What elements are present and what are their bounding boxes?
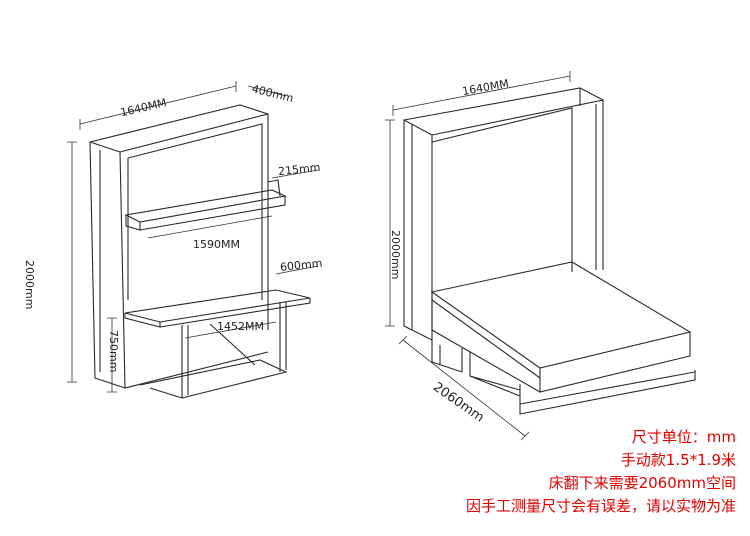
left-cabinet-inner-panel [127,123,263,300]
note-model: 手动款1.5*1.9米 [620,451,736,469]
left-depth-label: 400mm [251,82,295,105]
right-cabinet-view [403,87,696,415]
desk-width-label: 1452MM [217,320,264,333]
right-dimension-lines [385,71,571,441]
shelf-depth-label: 215mm [277,161,321,178]
desk-legs [139,302,288,399]
left-height-label: 2000mm [23,260,36,309]
right-cabinet-outline [403,119,433,341]
wall-shelf [124,189,287,231]
note-error: 因手工测量尺寸会有误差，请以实物为准 [465,497,736,515]
right-width-label: 1640MM [461,77,510,98]
right-depth-label: 2060mm [430,380,486,426]
left-dimension-lines [67,81,319,393]
desk-depth-label: 600mm [279,257,323,274]
left-dimension-labels: 1640MM 400mm 2000mm 215mm 1590MM 600mm 1… [23,82,323,372]
desk-height-label: 750mm [107,330,120,372]
notes-block: 尺寸单位：mm 手动款1.5*1.9米 床翻下来需要2060mm空间 因手工测量… [316,426,736,518]
right-dimension-labels: 1640MM 2000mm 2060mm [389,77,510,425]
bed-plinth [431,340,463,373]
shelf-width-label: 1590MM [193,238,240,251]
left-width-label: 1640MM [119,96,168,119]
desk-top [124,289,311,328]
left-cabinet-view [89,104,311,399]
note-unit: 尺寸单位：mm [631,428,736,446]
right-height-label: 2000mm [389,230,402,279]
note-space: 床翻下来需要2060mm空间 [548,474,736,492]
